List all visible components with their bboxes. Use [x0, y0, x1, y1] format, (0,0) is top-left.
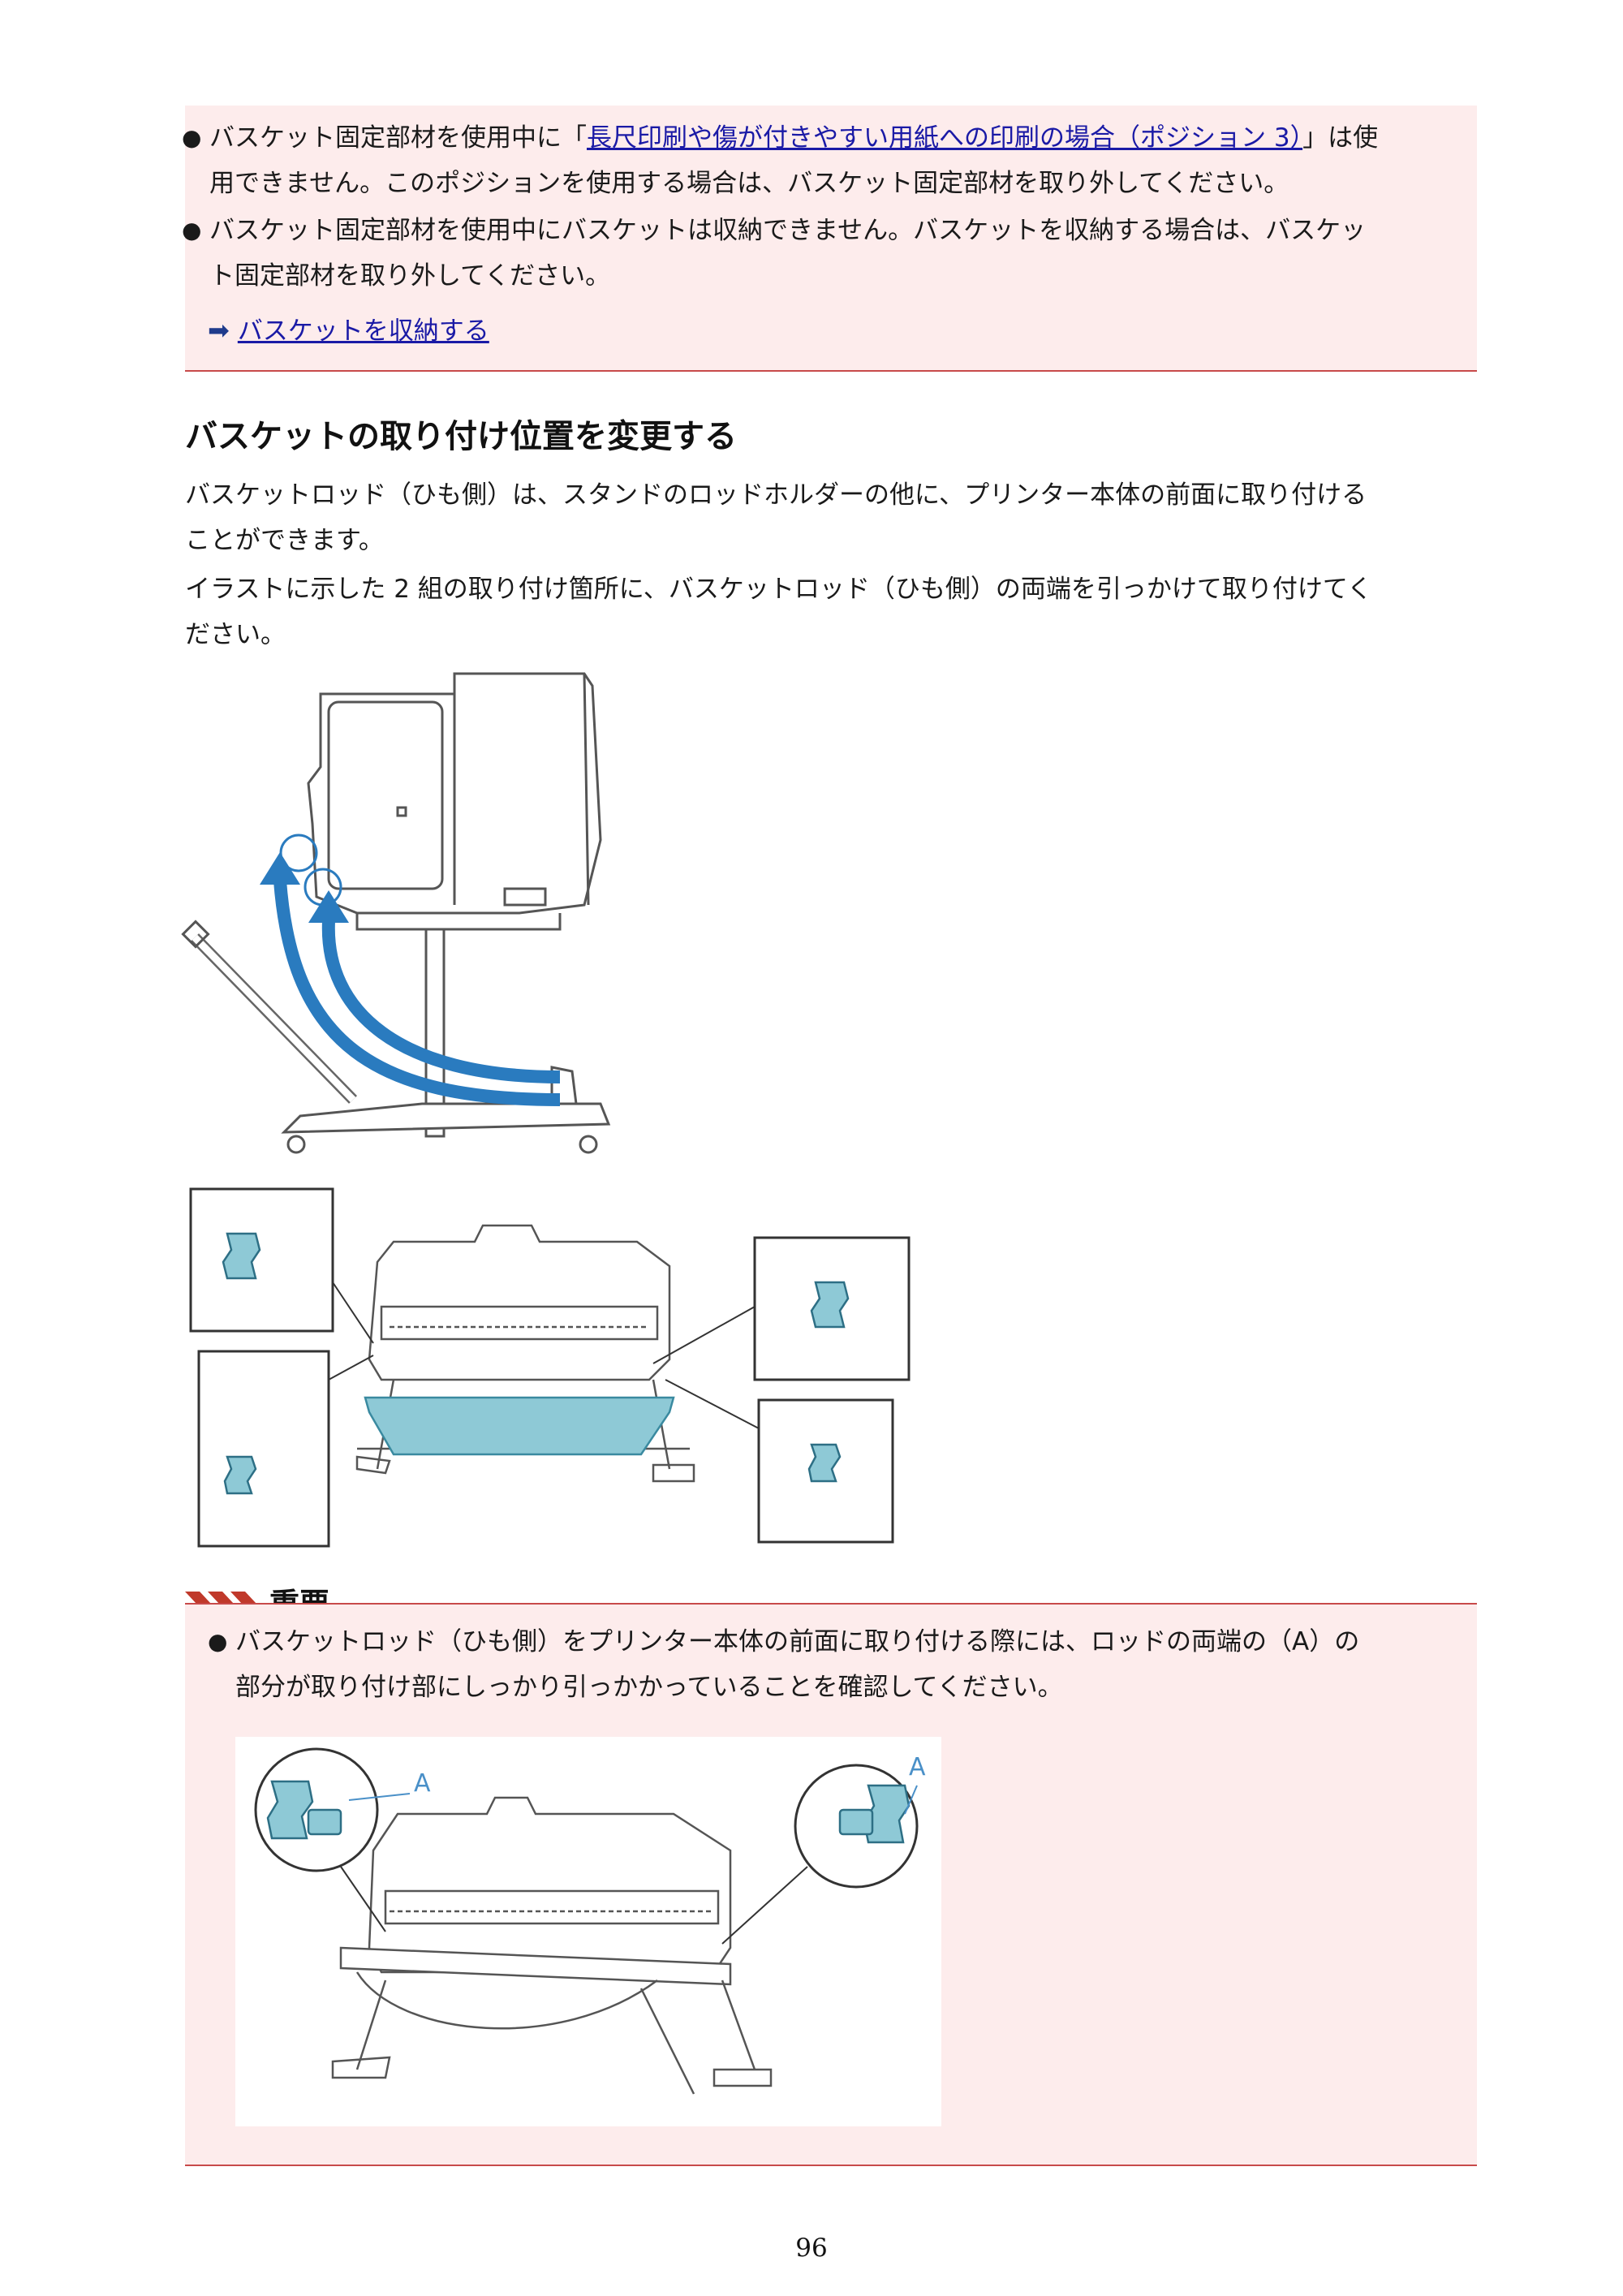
bullet-text: バスケット固定部材を使用中に「: [209, 123, 587, 153]
section-paragraph-2: イラストに示した 2 組の取り付け箇所に、バスケットロッド（ひも側）の両端を引っ…: [185, 566, 1477, 657]
note-box: [185, 106, 1477, 372]
paragraph-line: イラストに示した 2 組の取り付け箇所に、バスケットロッド（ひも側）の両端を引っ…: [185, 575, 1372, 604]
paragraph-line: ことができます。: [185, 526, 384, 555]
paragraph-line: バスケットロッド（ひも側）は、スタンドのロッドホルダーの他に、プリンター本体の前…: [185, 480, 1367, 510]
bullet-text: ト固定部材を取り外してください。: [209, 261, 611, 291]
bullet-dot: ●: [208, 1628, 228, 1655]
bullet-text: 用できません。このポジションを使用する場合は、バスケット固定部材を取り外してくだ…: [209, 169, 1289, 198]
front-view-illustration: [189, 1187, 911, 1548]
bullet-text: 部分が取り付け部にしっかり引っかかっていることを確認してください。: [235, 1673, 1063, 1702]
store-basket-link-row: ➡バスケットを収納する: [208, 310, 489, 351]
bullet-dot: ●: [182, 217, 202, 243]
bullet-dot: ●: [182, 124, 202, 151]
right-arrow-icon: ➡: [208, 315, 230, 346]
bullet-text: バスケットロッド（ひも側）をプリンター本体の前面に取り付ける際には、ロッドの両端…: [235, 1627, 1360, 1656]
callout-label-a: A: [909, 1753, 926, 1781]
note-bullet-1: ● バスケット固定部材を使用中に「長尺印刷や傷が付きやすい用紙への印刷の場合（ポ…: [182, 115, 1379, 206]
callout-label-a: A: [414, 1769, 431, 1798]
page-number: 96: [795, 2234, 828, 2263]
bullet-text: 」は使: [1302, 123, 1379, 153]
attachment-detail-illustration: A A: [235, 1737, 941, 2126]
store-basket-link[interactable]: バスケットを収納する: [237, 317, 489, 346]
side-view-illustration: [181, 672, 611, 1154]
section-heading: バスケットの取り付け位置を変更する: [185, 418, 737, 455]
important-bullet: ● バスケットロッド（ひも側）をプリンター本体の前面に取り付ける際には、ロッドの…: [208, 1619, 1360, 1710]
bullet-text: バスケット固定部材を使用中にバスケットは収納できません。バスケットを収納する場合…: [209, 216, 1367, 245]
note-bullet-2: ● バスケット固定部材を使用中にバスケットは収納できません。バスケットを収納する…: [182, 208, 1367, 299]
section-paragraph-1: バスケットロッド（ひも側）は、スタンドのロッドホルダーの他に、プリンター本体の前…: [185, 472, 1477, 563]
paragraph-line: ださい。: [185, 620, 286, 649]
position3-link[interactable]: 長尺印刷や傷が付きやすい用紙への印刷の場合（ポジション 3）: [587, 123, 1303, 153]
attachment-detail-drawing: [254, 1747, 919, 2095]
